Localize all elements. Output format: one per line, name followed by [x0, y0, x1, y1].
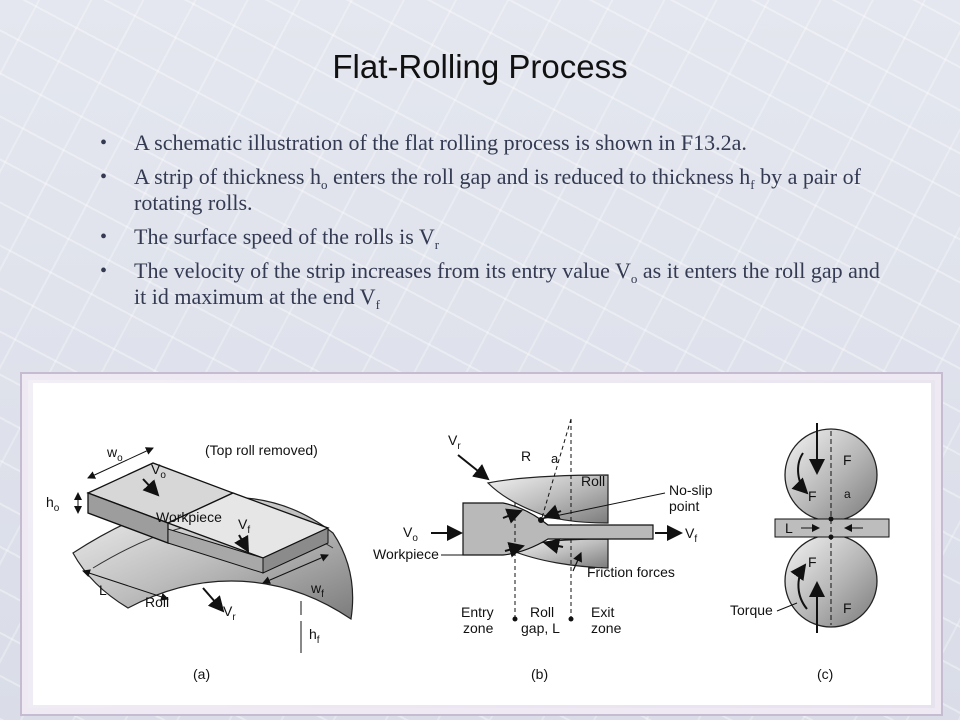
bullet-text: by a pair of rotating rolls. [134, 164, 861, 215]
roll-label: Roll [145, 594, 169, 610]
caption-c: (c) [817, 666, 833, 682]
subscript: f [247, 525, 250, 536]
label-v: V [238, 516, 248, 532]
torque-label: Torque [730, 602, 773, 618]
friction-label: Friction forces [587, 564, 675, 580]
bullet-item: The velocity of the strip increases from… [100, 258, 880, 312]
entry-zone-label: zone [463, 620, 494, 636]
rolling-figure: wo Vo ho Workpiece Vf (Top roll removed)… [46, 418, 890, 682]
bullet-list: A schematic illustration of the flat rol… [100, 130, 880, 318]
label-L: L [785, 520, 793, 536]
panel-c: F F a L F F Torque (c) [730, 423, 890, 682]
bullet-text: enters the roll gap and is reduced to th… [327, 164, 751, 189]
label-v: V [223, 603, 233, 619]
svg-text:Vr: Vr [448, 432, 461, 452]
workpiece-label: Workpiece [373, 546, 439, 562]
label-w: w [106, 444, 118, 460]
subscript: f [750, 177, 755, 192]
panel-b: Vr R a Roll No-slip point Vo Vf Workpiec… [373, 418, 713, 682]
no-slip-label: point [669, 498, 699, 514]
label-F: F [808, 488, 817, 504]
subscript: o [412, 533, 418, 544]
caption-b: (b) [531, 666, 548, 682]
subscript: o [160, 470, 166, 481]
label-F: F [808, 554, 817, 570]
svg-text:ho: ho [46, 494, 60, 514]
subscript: o [321, 177, 328, 192]
bullet-text: The surface speed of the rolls is V [134, 224, 435, 249]
label-alpha: a [844, 487, 851, 501]
label-R: R [521, 448, 531, 464]
workpiece-label: Workpiece [156, 509, 222, 525]
subscript: o [117, 453, 123, 464]
label-h: h [46, 494, 54, 510]
label-h: h [309, 626, 317, 642]
bullet-text: as it enters the roll gap and it id maxi… [134, 258, 880, 309]
label-L: L [99, 582, 107, 598]
bullet-item: A strip of thickness ho enters the roll … [100, 164, 880, 216]
exit-zone-label: zone [591, 620, 622, 636]
roll-label: Roll [581, 473, 605, 489]
subscript: f [375, 297, 380, 312]
svg-text:Vr: Vr [223, 603, 236, 623]
bullet-text: The velocity of the strip increases from… [134, 258, 631, 283]
no-slip-label: No-slip [669, 482, 713, 498]
bullet-text: A schematic illustration of the flat rol… [134, 130, 747, 155]
top-roll-note: (Top roll removed) [205, 442, 318, 458]
subscript: f [694, 534, 697, 545]
label-alpha: a [551, 451, 559, 466]
subscript: f [317, 635, 320, 646]
caption-a: (a) [193, 666, 210, 682]
svg-text:Vo: Vo [151, 461, 166, 481]
bullet-text: A strip of thickness h [134, 164, 321, 189]
subscript: o [54, 503, 60, 514]
bullet-item: A schematic illustration of the flat rol… [100, 130, 880, 156]
panel-a: wo Vo ho Workpiece Vf (Top roll removed)… [46, 442, 354, 682]
bullet-item: The surface speed of the rolls is Vr [100, 224, 880, 252]
subscript: o [630, 271, 638, 286]
label-w: w [310, 580, 322, 596]
roll-gap-label: Roll [530, 604, 554, 620]
label-v: V [685, 525, 695, 541]
subscript: r [232, 612, 236, 623]
label-v: V [403, 524, 413, 540]
svg-text:wf: wf [310, 580, 324, 600]
subscript: f [321, 589, 324, 600]
svg-text:hf: hf [309, 626, 320, 646]
svg-text:Vf: Vf [238, 516, 250, 536]
slide-title: Flat-Rolling Process [332, 48, 628, 85]
subscript: r [457, 441, 461, 452]
label-v: V [151, 461, 161, 477]
label-F: F [843, 452, 852, 468]
exit-zone-label: Exit [591, 604, 614, 620]
label-F: F [843, 600, 852, 616]
svg-text:Vf: Vf [685, 525, 697, 545]
subscript: r [434, 237, 440, 252]
svg-text:wo: wo [106, 444, 123, 464]
roll-gap-label: gap, L [521, 620, 560, 636]
entry-zone-label: Entry [461, 604, 494, 620]
label-v: V [448, 432, 458, 448]
svg-text:Vo: Vo [403, 524, 418, 544]
